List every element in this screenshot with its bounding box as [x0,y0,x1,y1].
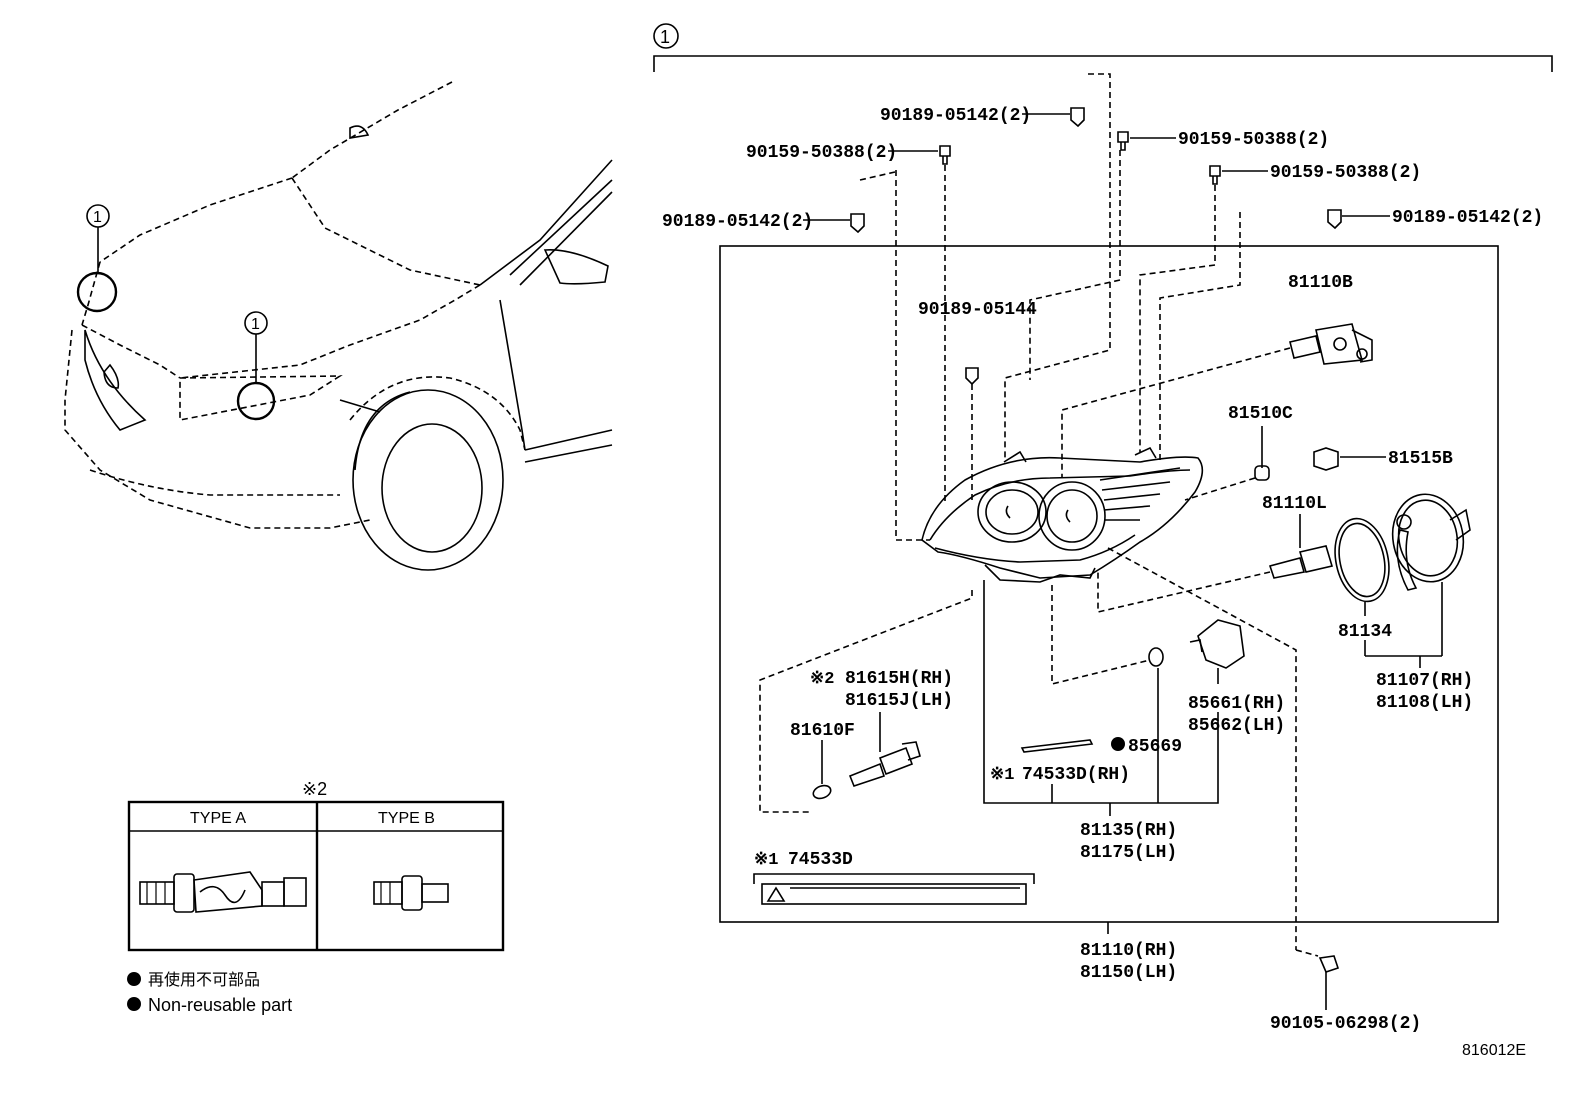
type-b-header: TYPE B [378,810,435,827]
type-a-socket-illustration [139,871,307,913]
part-label-81110L: 81110L [1262,494,1327,514]
non-reusable-dot-85669 [1111,737,1125,751]
screw-90159-50388-right [1209,165,1268,185]
headlamp-body [921,446,1297,950]
part-label-81510C: 81510C [1228,404,1293,424]
part-label-81515B: 81515B [1388,449,1453,469]
part-label-90189-05144: 90189-05144 [918,300,1037,320]
type-a-header: TYPE A [190,810,246,827]
bulb-81110B [1061,323,1373,478]
part-label-90105-06298: 90105-06298(2) [1270,1014,1421,1034]
part-label-81110B: 81110B [1288,273,1353,293]
bolt-90189-05142-top [1022,107,1085,128]
socket-81515B [1313,447,1386,471]
part-label-90159-50388-mid: 90159-50388(2) [1178,130,1329,150]
bolt-leader-lines [859,73,1241,541]
screw-90159-50388-mid [1117,131,1176,151]
actuator-85661 [1189,619,1245,684]
legend: 再使用不可部品 Non-reusable part [127,971,292,1015]
legend-bullet-jp [127,972,141,986]
screw-90105-06298 [1295,949,1340,1010]
note-mark-74533D-rh: ※1 [990,766,1014,785]
part-label-74533D: 74533D [788,850,853,870]
car-front-illustration [64,81,613,571]
part-label-81108: 81108(LH) [1376,693,1473,713]
part-label-74533D-rh: 74533D(RH) [1022,765,1130,785]
o-ring-85669-small [1148,647,1164,667]
part-label-81615J: 81615J(LH) [845,691,953,711]
legend-bullet-en [127,997,141,1011]
part-label-85669: 85669 [1128,737,1182,757]
bolt-90189-05144 [965,367,979,500]
callout-number: 1 [93,209,102,226]
legend-text-jp: 再使用不可部品 [148,971,260,989]
part-label-90189-05142-right: 90189-05142(2) [1392,208,1543,228]
type-b-socket-illustration [373,875,449,911]
socket-81615 [848,712,921,787]
leader-81610F [759,590,973,813]
type-table-note-mark: ※2 [302,779,327,799]
gasket-81134 [1334,517,1390,616]
assembly-callout-number: 1 [660,27,670,47]
part-label-81134: 81134 [1338,622,1392,642]
callout-number: 1 [251,316,260,333]
bulb-81110L [1097,514,1334,614]
part-label-90189-05142-top: 90189-05142(2) [880,106,1031,126]
legend-text-en: Non-reusable part [148,995,292,1015]
part-label-81175: 81175(LH) [1080,843,1177,863]
bulb-81510C [1184,426,1270,501]
part-label-81615H: 81615H(RH) [845,669,953,689]
note-mark-74533D: ※1 [754,851,778,870]
screw-90159-50388-left [888,145,951,165]
part-label-90159-50388-left: 90159-50388(2) [746,143,897,163]
strip-74533D-rh [1020,739,1094,753]
callout-marker-lower: 1 [236,311,276,421]
label-plate-74533D [753,873,1035,905]
note-mark-81615: ※2 [810,670,834,689]
part-label-81610F: 81610F [790,721,855,741]
bolt-90189-05142-right [1327,209,1390,230]
part-label-85661: 85661(RH) [1188,694,1285,714]
assembly-frame [719,245,1499,923]
part-label-90189-05142-left: 90189-05142(2) [662,212,813,232]
callout-marker-upper: 1 [76,204,118,313]
cover-81107-81108 [1364,493,1471,668]
part-label-90159-50388-right: 90159-50388(2) [1270,163,1421,183]
part-label-81107: 81107(RH) [1376,671,1473,691]
bulb-81610F [812,740,832,800]
part-label-81135: 81135(RH) [1080,821,1177,841]
type-table [127,800,505,952]
bolt-90189-05142-left [803,213,865,234]
part-label-85662: 85662(LH) [1188,716,1285,736]
assembly-bracket: 1 [653,23,1553,72]
part-label-81110: 81110(RH) [1080,941,1177,961]
part-label-81150: 81150(LH) [1080,963,1177,983]
bracket-81135 [983,580,1219,816]
diagram-code: 816012E [1462,1042,1526,1059]
